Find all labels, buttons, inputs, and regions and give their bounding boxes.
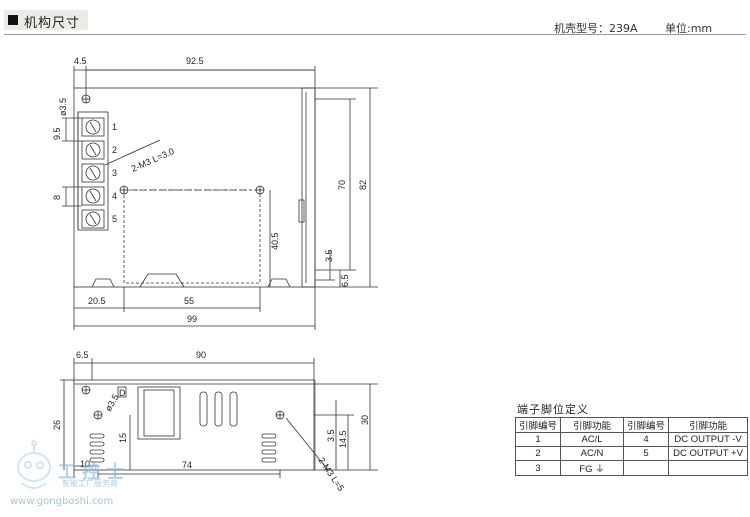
table-row: 3 FG ⏚ [514,460,749,476]
pin-label-2: 2 [112,145,117,155]
dim-top-gap: 8 [52,195,62,200]
dim-bottom-spacing: 74 [182,460,192,470]
watermark-robot-icon [17,440,51,489]
pin-cell: 4 [623,432,670,447]
bottom-mark-d: D [119,388,126,398]
dim-top-h40: 40.5 [270,232,280,250]
pin-cell: DC OUTPUT +V [668,446,749,461]
pin-table-header: 引脚编号 引脚功能 引脚编号 引脚功能 [514,417,749,433]
header: 机构尺寸 [0,0,750,40]
dim-bottom-r35: 3.5 [326,429,336,442]
dim-top-h70: 70 [337,180,347,190]
pin-header-func-2: 引脚功能 [668,417,749,433]
pin-header-num-2: 引脚编号 [623,417,670,433]
dim-top-hole-x: 20.5 [88,296,106,306]
dim-top-left-offset: 4.5 [74,56,87,66]
pin-label-3: 3 [112,168,117,178]
dim-top-width: 92.5 [186,56,204,66]
bottom-view [60,358,378,478]
header-divider [4,34,746,35]
pin-cell [668,460,749,476]
top-view [62,66,378,330]
pin-table-title: 端子脚位定义 [517,403,589,416]
dim-bottom-r145: 14.5 [338,430,348,448]
dim-bottom-offset: 6.5 [76,350,89,360]
pin-cell: 1 [514,432,562,447]
dim-top-step-b: 6.5 [340,274,350,287]
pin-label-5: 5 [112,214,117,224]
table-row: 1 AC/L 4 DC OUTPUT -V [514,432,749,447]
terminal-screws [81,117,105,229]
dim-top-hole: ø3.5 [58,98,68,116]
pin-label-1: 1 [112,122,117,132]
pin-cell: DC OUTPUT -V [668,432,749,447]
pin-cell: 3 [514,460,562,476]
watermark-url: www.gongboshi.com [10,496,114,507]
pin-table: 引脚编号 引脚功能 引脚编号 引脚功能 1 AC/L 4 DC OUTPUT -… [514,417,749,476]
dim-top-thread: 2-M3 L=3.0 [130,146,176,174]
dim-bottom-h30: 30 [360,415,370,425]
header-square-icon [8,15,18,25]
pin-cell [623,460,670,476]
pin-cell: 2 [514,446,562,461]
pin-header-num-1: 引脚编号 [514,417,562,433]
dim-top-spacing: 55 [184,296,194,306]
dim-bottom-h26: 26 [52,420,62,430]
table-row: 2 AC/N 5 DC OUTPUT +V [514,446,749,461]
pin-label-4: 4 [112,191,117,201]
watermark-brand: 工控士 [58,462,130,483]
pin-cell: AC/N [560,446,625,461]
dim-bottom-thread: 2-M3 L=5 [316,456,346,493]
header-title-bar [4,10,88,30]
dim-bottom-h15: 15 [118,433,128,443]
dim-top-h82: 82 [358,180,368,190]
page-title: 机构尺寸 [24,16,81,31]
pin-cell: FG ⏚ [560,460,625,476]
dim-top-pitch: 9.5 [52,127,62,140]
bottom-view-body [73,379,315,471]
dim-bottom-width: 90 [196,350,206,360]
dim-bottom-hole-x: 10 [80,459,90,469]
model-label: 机壳型号：239A [554,22,638,35]
pin-header-func-1: 引脚功能 [560,417,625,433]
unit-label: 单位:mm [665,22,713,35]
dim-top-total: 99 [187,314,197,324]
watermark-slogan: 智能工厂服务商 [62,479,118,488]
pin-cell: 5 [623,446,670,461]
dim-top-step-a: 3.5 [324,249,334,262]
pin-cell: AC/L [560,432,625,447]
